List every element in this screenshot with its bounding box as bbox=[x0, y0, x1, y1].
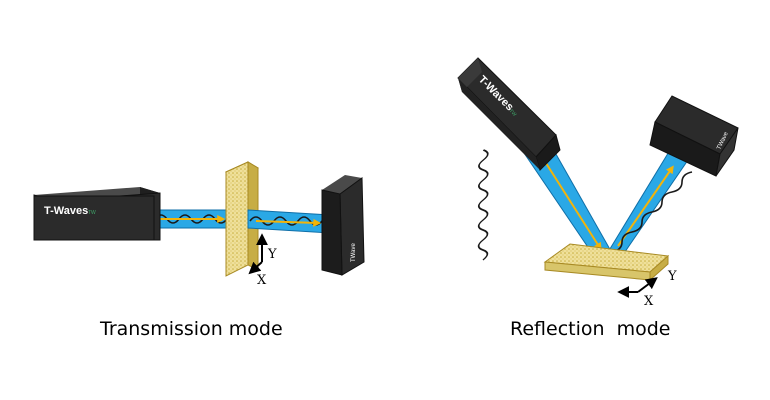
emitter-device: T-Waves TW bbox=[33, 187, 161, 241]
detector-device: TWave bbox=[321, 175, 365, 276]
propagation-arrow-incident-reflection bbox=[543, 159, 602, 251]
wave-reflected bbox=[611, 171, 693, 253]
axes-transmission: Y X bbox=[248, 233, 277, 288]
sample-reflection bbox=[543, 243, 670, 282]
detector-device-reflection: TWave bbox=[649, 95, 739, 177]
wave-incident-reflection bbox=[477, 149, 489, 261]
reflection-setup: T-Waves TW TWave Y X bbox=[457, 57, 739, 309]
axis-x-label: X bbox=[257, 273, 267, 288]
axis-y-label-reflection: Y bbox=[667, 269, 677, 284]
propagation-arrow-transmitted bbox=[255, 218, 322, 227]
axis-x-label-reflection: X bbox=[644, 294, 654, 309]
emitter-label: T-Waves bbox=[44, 205, 88, 217]
emitter-sublabel: TW bbox=[88, 210, 96, 216]
emitter-sublabel-reflection: TW bbox=[508, 108, 518, 118]
detector-label: TWave bbox=[351, 243, 357, 262]
transmission-setup: T-Waves TW TWave Y X bbox=[33, 161, 365, 288]
caption-reflection: Reflection mode bbox=[510, 318, 671, 340]
caption-transmission: Transmission mode bbox=[100, 318, 283, 340]
sample-transmission bbox=[224, 161, 260, 277]
axes-reflection: Y X bbox=[617, 269, 677, 309]
emitter-device-reflection: T-Waves TW bbox=[457, 57, 561, 171]
axis-y-label: Y bbox=[267, 247, 277, 262]
